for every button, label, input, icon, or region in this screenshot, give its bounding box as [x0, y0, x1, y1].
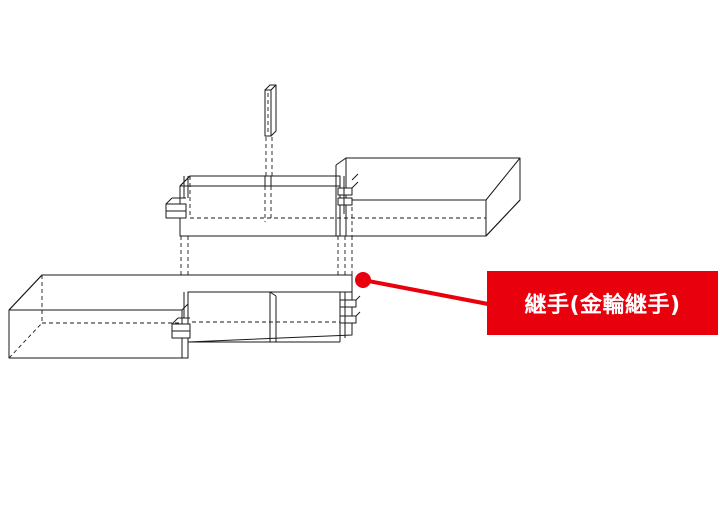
lower-beam — [8, 274, 361, 359]
callout-label-box: 継手(金輪継手) — [487, 271, 718, 335]
callout-label: 継手(金輪継手) — [524, 293, 681, 318]
upper-beam — [165, 157, 521, 237]
callout-leader — [355, 272, 489, 306]
key-pin — [264, 84, 277, 176]
